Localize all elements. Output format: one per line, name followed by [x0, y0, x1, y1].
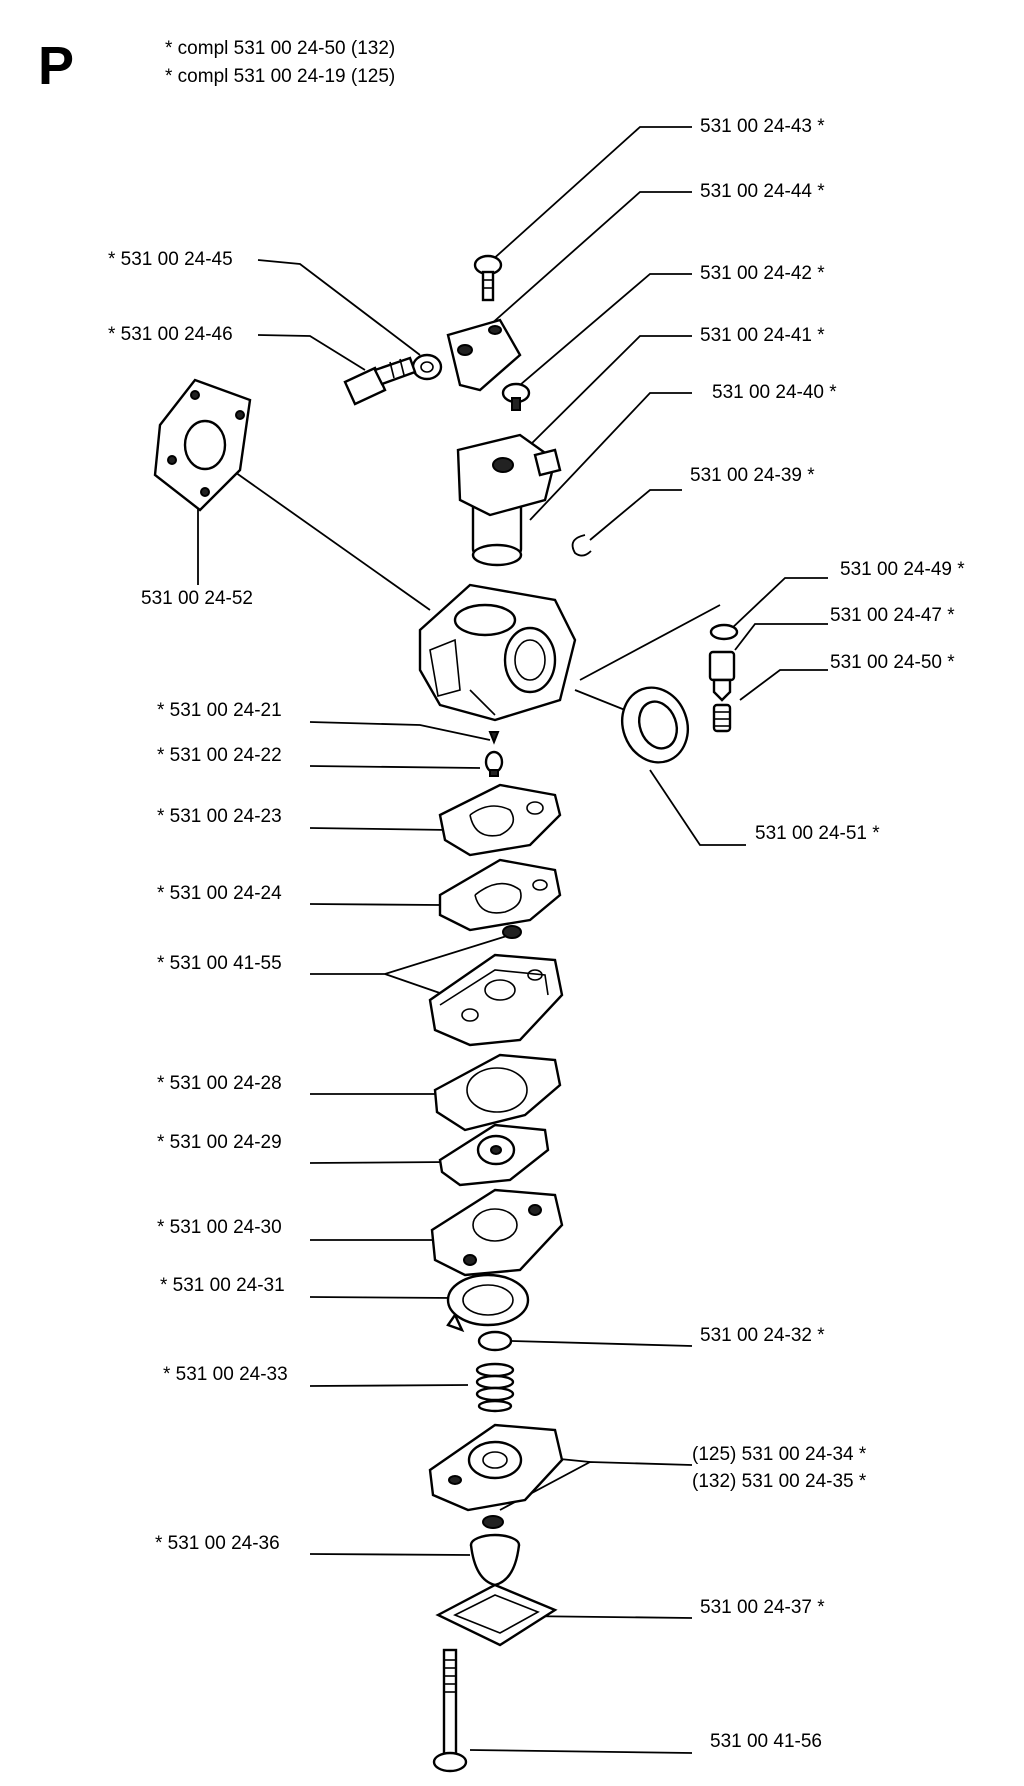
label-531-00-24-21: * 531 00 24-21 [157, 700, 282, 721]
label-531-00-24-42: 531 00 24-42 * [700, 263, 825, 284]
leader-24-43 [489, 126, 692, 263]
part-clip-24-39 [571, 534, 592, 557]
part-pin-24-21 [488, 731, 500, 745]
leader-24-37 [519, 1615, 693, 1619]
part-washer [482, 1515, 504, 1529]
label-531-00-24-47: 531 00 24-47 * [830, 605, 955, 626]
label-531-00-24-49: 531 00 24-49 * [840, 559, 965, 580]
leader-24-33 [309, 1384, 469, 1387]
label-531-00-24-34: (125) 531 00 24-34 * [692, 1444, 867, 1465]
label-531-00-24-28: * 531 00 24-28 [157, 1073, 282, 1094]
label-531-00-24-50: 531 00 24-50 * [830, 652, 955, 673]
part-seal-24-51 [621, 686, 689, 764]
compl-note-125: * compl 531 00 24-19 (125) [165, 66, 396, 87]
part-cover-24-34 [428, 1423, 564, 1512]
leader-41-56 [469, 1749, 693, 1754]
part-spring-24-33 [475, 1362, 515, 1413]
leader-24-24 [309, 903, 441, 906]
leader-24-21 [309, 721, 491, 741]
part-screw-24-43 [473, 254, 503, 302]
part-valve-24-47 [708, 650, 736, 702]
leader-24-39 [589, 489, 682, 541]
part-diaphragm-24-29 [438, 1123, 550, 1187]
label-531-00-24-24: * 531 00 24-24 [157, 883, 282, 904]
part-bracket-24-44 [446, 318, 522, 392]
label-531-00-24-29: * 531 00 24-29 [157, 1132, 282, 1153]
label-531-00-24-39: 531 00 24-39 * [690, 465, 815, 486]
label-531-00-24-44: 531 00 24-44 * [700, 181, 825, 202]
part-cover-24-30 [430, 1188, 564, 1277]
part-pump-body-41-55 [428, 925, 564, 1047]
label-531-00-24-52: 531 00 24-52 [141, 588, 253, 609]
label-531-00-24-51: 531 00 24-51 * [755, 823, 880, 844]
part-gasket-24-52 [153, 378, 252, 512]
label-531-00-24-33: * 531 00 24-33 [163, 1364, 288, 1385]
label-531-00-41-56: 531 00 41-56 [710, 1731, 822, 1752]
leader-24-31 [309, 1296, 456, 1299]
label-531-00-24-43: 531 00 24-43 * [700, 116, 825, 137]
label-531-00-24-36: * 531 00 24-36 [155, 1533, 280, 1554]
part-diaphragm-24-31 [446, 1273, 530, 1333]
leader-24-42 [519, 273, 692, 386]
leader-24-22 [309, 765, 481, 769]
part-needle-24-22 [484, 750, 504, 777]
label-531-00-24-37: 531 00 24-37 * [700, 1597, 825, 1618]
leader-24-50 [739, 669, 828, 701]
part-gasket-24-23 [438, 783, 562, 857]
part-screw-41-56 [432, 1648, 468, 1773]
label-531-00-41-55: * 531 00 41-55 [157, 953, 282, 974]
leader-24-40 [529, 392, 692, 521]
label-531-00-24-31: * 531 00 24-31 [160, 1275, 285, 1296]
part-diaphragm-24-24 [438, 858, 562, 932]
label-531-00-24-40: 531 00 24-40 * [712, 382, 837, 403]
part-carburetor-body [418, 583, 577, 722]
leader-lines [197, 126, 828, 1754]
leader-24-47 [734, 623, 828, 651]
part-cup-24-36 [469, 1533, 521, 1587]
label-531-00-24-30: * 531 00 24-30 [157, 1217, 282, 1238]
part-gasket-24-28 [433, 1053, 562, 1132]
leader-24-29 [309, 1161, 451, 1164]
part-gasket-24-37 [435, 1583, 558, 1647]
leader-24-45 [257, 259, 421, 356]
leader-24-49 [729, 577, 828, 631]
part-nut-24-45 [411, 353, 443, 381]
leader-24-51 [649, 769, 746, 846]
compl-note-132: * compl 531 00 24-50 (132) [165, 38, 396, 59]
leader-24-46 [257, 334, 366, 371]
leader-body-right [579, 604, 721, 681]
leader-24-36 [309, 1553, 471, 1556]
label-531-00-24-35: (132) 531 00 24-35 * [692, 1471, 867, 1492]
leader-24-41 [519, 335, 692, 456]
label-531-00-24-32: 531 00 24-32 * [700, 1325, 825, 1346]
leader-24-44 [489, 191, 692, 326]
part-oring-24-49 [709, 623, 739, 641]
part-adjust-screw-24-46 [343, 356, 417, 406]
label-531-00-24-23: * 531 00 24-23 [157, 806, 282, 827]
part-pin-24-42 [501, 382, 531, 411]
leader-24-23 [309, 827, 451, 831]
page-letter: P [38, 36, 75, 96]
part-spring-24-50 [712, 703, 732, 733]
part-disc-24-32 [477, 1330, 513, 1352]
leader-24-32 [511, 1340, 693, 1347]
leader-24-52 [231, 469, 431, 611]
label-531-00-24-45: * 531 00 24-45 [108, 249, 233, 270]
part-throttle-barrel-24-40 [456, 433, 562, 567]
label-531-00-24-41: 531 00 24-41 * [700, 325, 825, 346]
label-531-00-24-46: * 531 00 24-46 [108, 324, 233, 345]
label-531-00-24-22: * 531 00 24-22 [157, 745, 282, 766]
